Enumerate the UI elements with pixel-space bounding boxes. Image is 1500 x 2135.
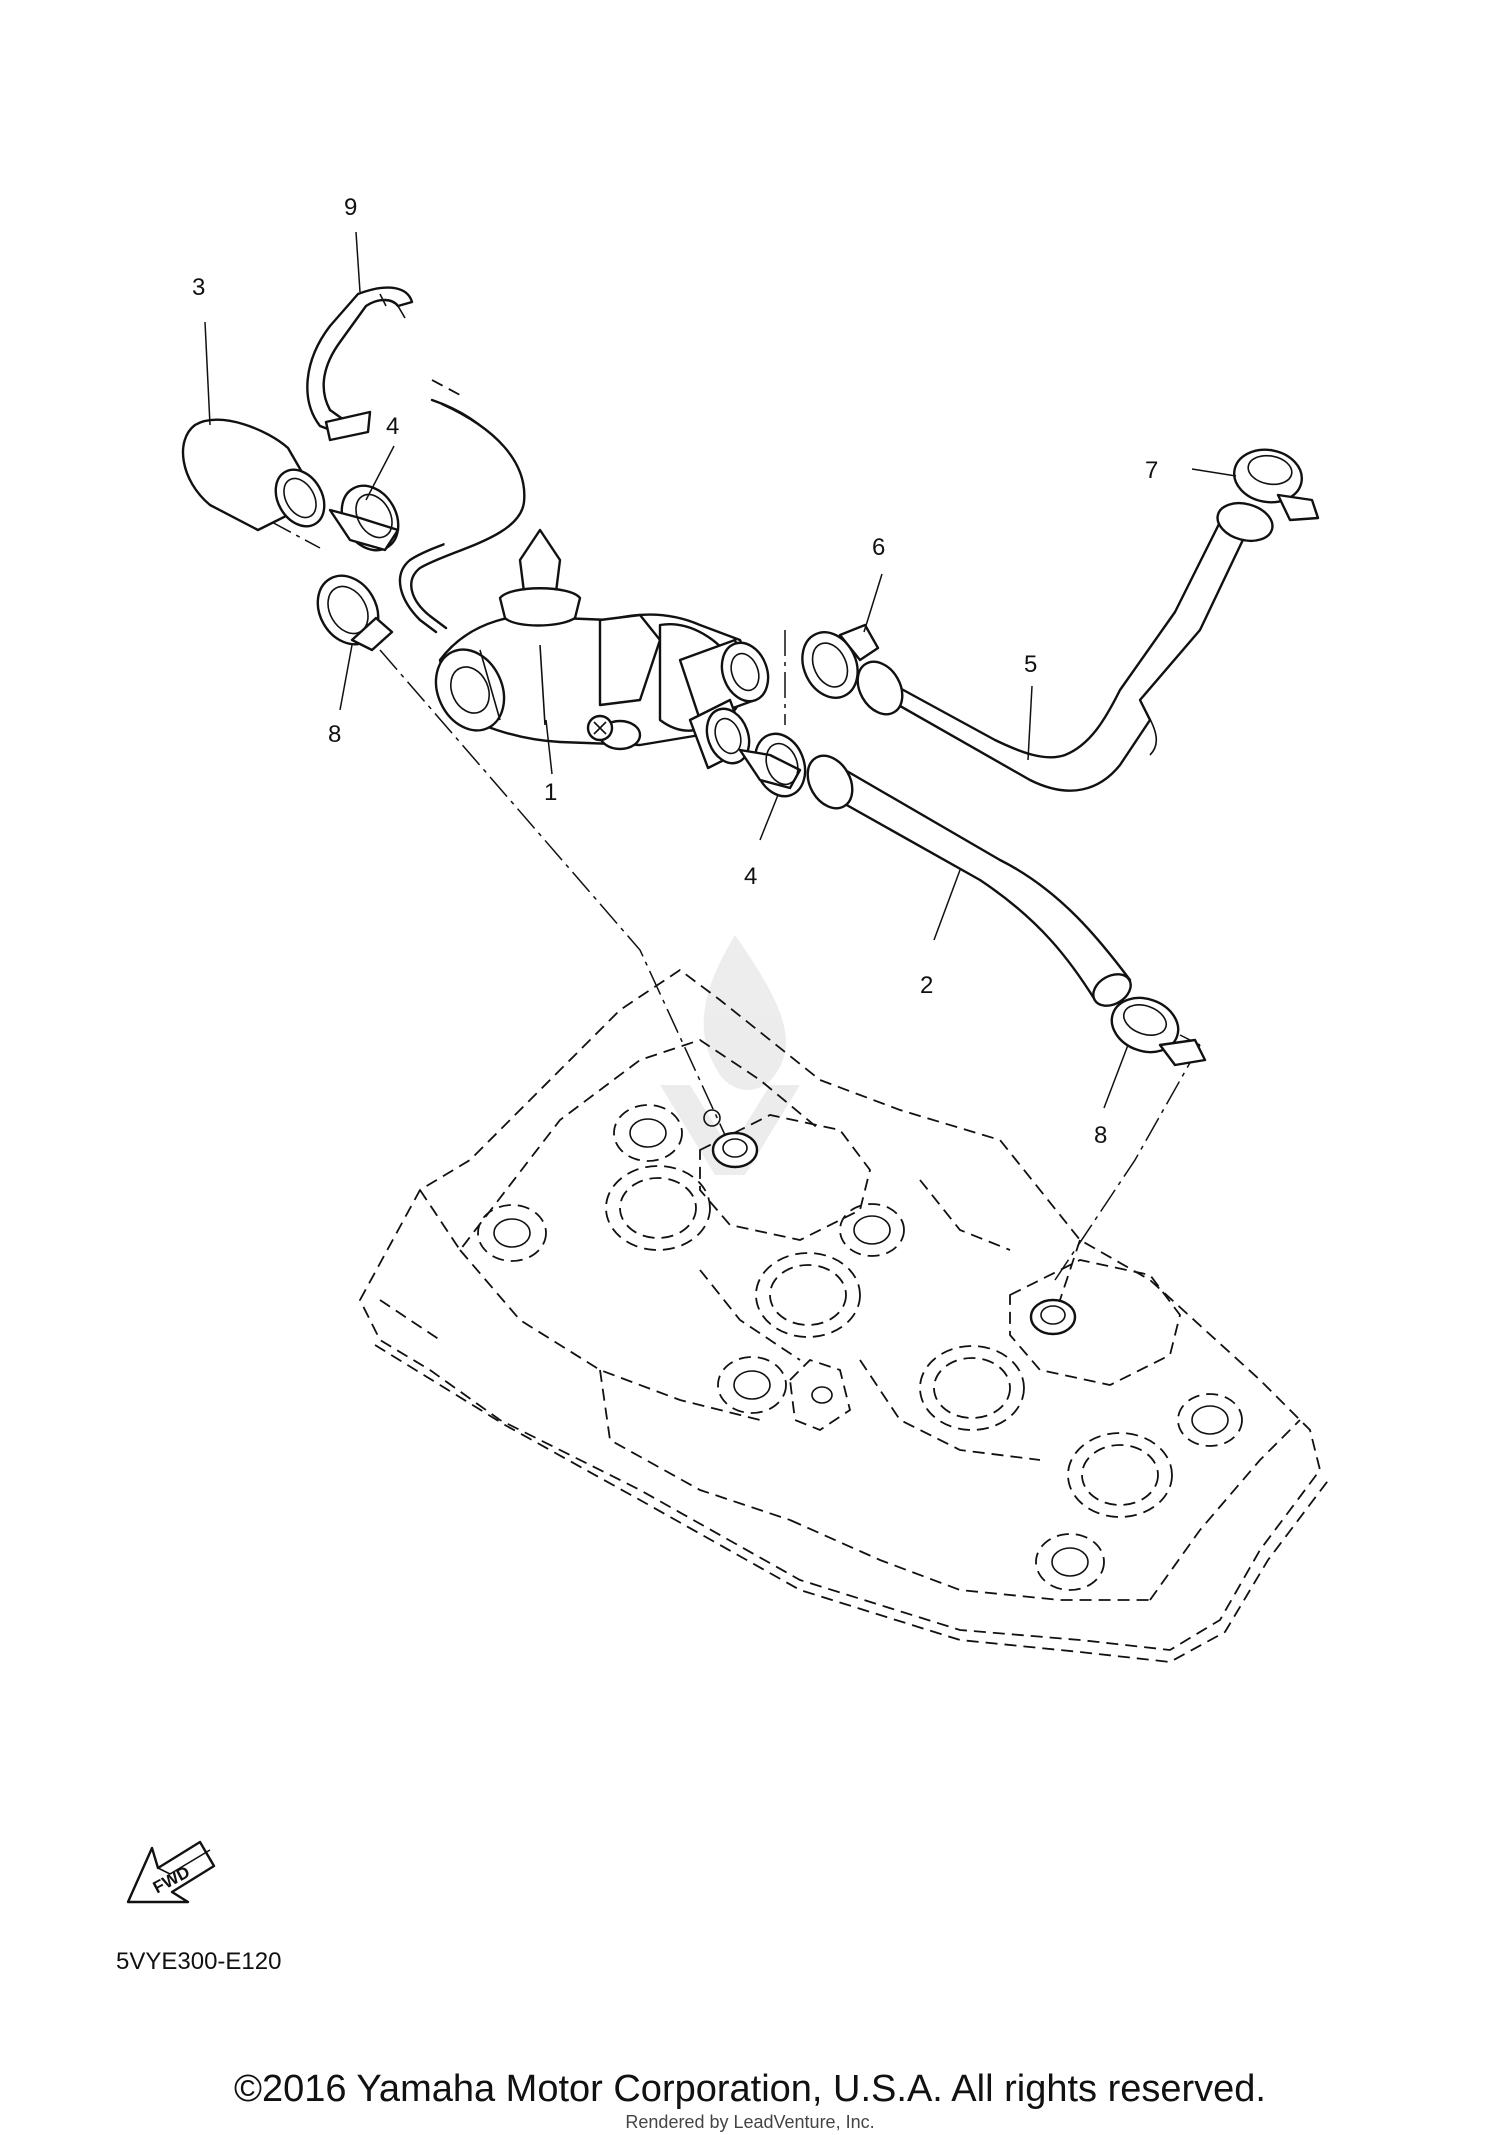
- part-6-clamp[interactable]: [792, 623, 880, 707]
- diagram-code: 5VYE300-E120: [116, 1948, 282, 1975]
- leadventure-watermark-icon: [660, 935, 800, 1175]
- callout-4-lower: 4: [744, 863, 757, 890]
- callout-3: 3: [192, 274, 205, 301]
- part-8-clamp-lower[interactable]: [1104, 989, 1207, 1067]
- reed-valve-cover-right: [1009, 1259, 1181, 1386]
- part-9-wire-clamp[interactable]: [306, 286, 414, 442]
- part-8-clamp-upper[interactable]: [306, 565, 394, 655]
- rendered-by-notice: Rendered by LeadVenture, Inc.: [625, 2112, 875, 2132]
- cover-bosses: [477, 1104, 1243, 1591]
- part-7-clamp[interactable]: [1230, 444, 1320, 522]
- callout-9: 9: [344, 194, 357, 221]
- wire-lead: [398, 379, 526, 634]
- callout-1: 1: [544, 779, 557, 806]
- callout-5: 5: [1024, 651, 1037, 678]
- part-3-elbow-hose[interactable]: [181, 418, 334, 535]
- part-4-clamp-lower[interactable]: [738, 727, 813, 804]
- callout-8-lower: 8: [1094, 1122, 1107, 1149]
- part-5-hose[interactable]: [849, 497, 1277, 792]
- valve-outlet-pipes: [678, 638, 770, 770]
- callout-numbers: 9 3 4 7 6 5 8 1 4 2 8: [192, 194, 1158, 1149]
- cylinder-head-cover: [358, 968, 1331, 1663]
- part-2-hose[interactable]: [799, 748, 1137, 1012]
- callout-leaders: [204, 231, 1237, 1109]
- callout-8-upper: 8: [328, 721, 341, 748]
- callout-6: 6: [872, 534, 885, 561]
- callout-4-upper: 4: [386, 413, 399, 440]
- fwd-arrow-icon: FWD: [126, 1840, 216, 1904]
- copyright-notice: ©2016 Yamaha Motor Corporation, U.S.A. A…: [234, 2068, 1266, 2110]
- part-4-clamp-upper[interactable]: [328, 476, 410, 561]
- reed-valve-cover-left: [699, 1109, 871, 1241]
- callout-2: 2: [920, 972, 933, 999]
- callout-7: 7: [1145, 457, 1158, 484]
